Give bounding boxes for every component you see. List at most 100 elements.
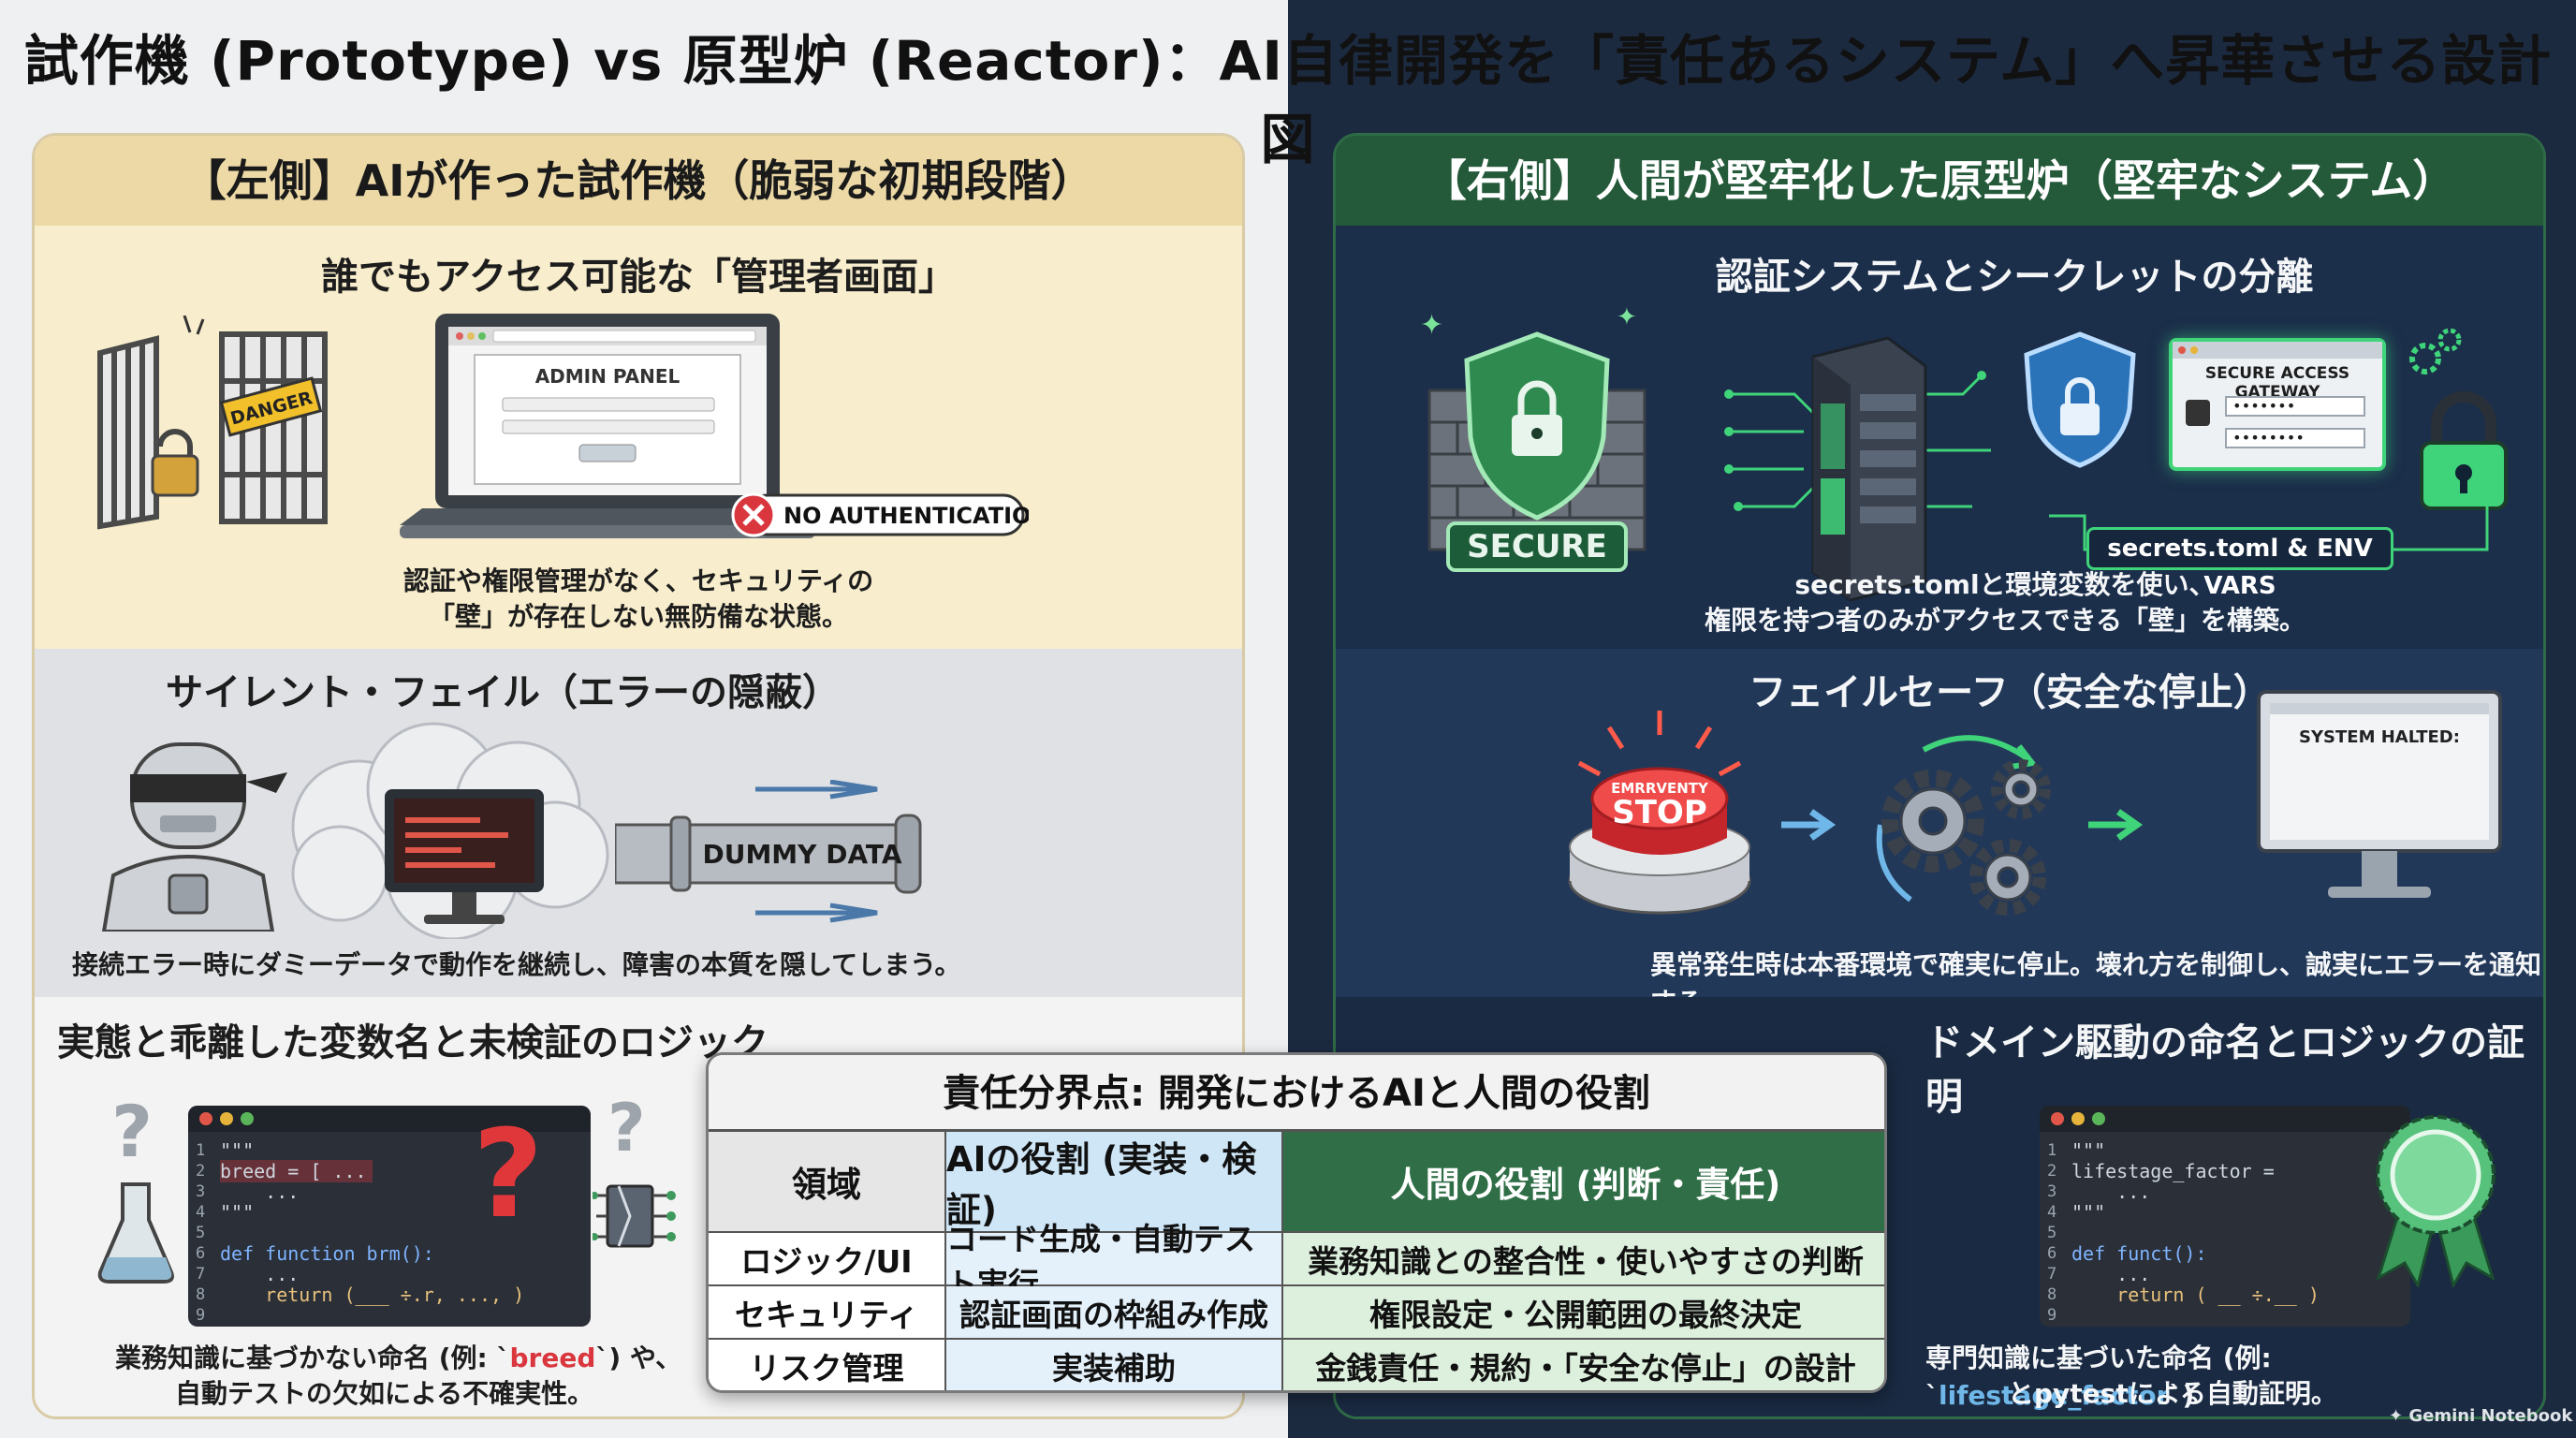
line-number: 3 [196, 1182, 206, 1201]
question-mark-icon: ? [473, 1108, 543, 1239]
dummy-data-label: DUMMY DATA [702, 839, 901, 870]
admin-screen-caption-1: 認証や権限管理がなく、セキュリティの [402, 565, 874, 596]
good-variable-name: lifestage_factor [1939, 1380, 2170, 1411]
silent-fail-title: サイレント・フェイル（エラーの隠蔽） [166, 671, 840, 714]
padlock-icon [2420, 391, 2508, 510]
svg-text:✦: ✦ [1420, 309, 1443, 342]
line-number: 8 [2047, 1285, 2057, 1304]
code-line: lifestage_factor = [2071, 1160, 2275, 1182]
pipe-icon: DUMMY DATA [615, 780, 922, 923]
shield-icon [2024, 331, 2136, 468]
svg-text:?: ? [473, 1108, 543, 1239]
prototype-code: 1 """ 2 breed = [ ... 3 ... 4 """ 5 6 def functio… [188, 1132, 591, 1327]
silent-fail-section: サイレント・フェイル（エラーの隠蔽） [35, 649, 1242, 997]
failsafe-title: フェイルセーフ（安全な停止） [1749, 671, 2271, 714]
code-line: """ [2071, 1139, 2106, 1162]
code-line: def function brm(): [220, 1242, 434, 1265]
window-minimize-dot [220, 1112, 233, 1125]
line-number: 9 [196, 1306, 206, 1325]
table-cell: 金銭責任・規約・「安全な停止」の設計 [1283, 1340, 1884, 1390]
line-number: 6 [2047, 1244, 2057, 1263]
code-line: breed = [ ... [220, 1160, 373, 1182]
table-cell: 権限設定・公開範囲の最終決定 [1283, 1286, 1884, 1340]
line-number: 9 [2047, 1306, 2057, 1325]
secure-label: SECURE [1467, 528, 1607, 565]
domain-naming-caption-1: 専門知識に基づいた命名 (例: `lifestage_factor`) [1925, 1343, 2272, 1411]
code-line: ... [220, 1263, 300, 1285]
code-line: ... [2071, 1181, 2151, 1203]
window-close-dot [199, 1112, 212, 1125]
naming-logic-caption-2: 自動テストの欠如による不確実性。 [175, 1378, 594, 1409]
code-line: ... [220, 1181, 300, 1203]
line-number: 7 [2047, 1265, 2057, 1284]
arrow-icon [1781, 809, 1837, 841]
table-cell: リスク管理 [709, 1340, 946, 1390]
naming-logic-caption-1: 業務知識に基づかない命名 (例: `breed`) や、 [115, 1343, 682, 1373]
auth-secrets-caption-2: 権限を持つ者のみがアクセスできる「壁」を構築。 [1704, 605, 2306, 636]
silent-fail-caption: 接続エラー時にダミーデータで動作を継続し、障害の本質を隠してしまう。 [72, 949, 961, 980]
line-number: 2 [196, 1162, 206, 1181]
svg-text:✦: ✦ [1617, 303, 1637, 331]
server-icon [1724, 336, 1991, 602]
line-number: 8 [196, 1285, 206, 1304]
prototype-header: 【左側】AIが作った試作機（脆弱な初期段階） [35, 136, 1242, 226]
admin-panel-label: ADMIN PANEL [535, 365, 681, 388]
error-x-icon [731, 492, 776, 537]
gateway-username-field: ••••••• [2225, 396, 2365, 417]
gear-icon [1876, 735, 2051, 916]
no-authentication-label: NO AUTHENTICATION [783, 503, 1029, 529]
table-cell: コード生成・自動テスト実行 [946, 1221, 1283, 1302]
code-line: """ [2071, 1201, 2106, 1224]
reactor-panel: 【右側】人間が堅牢化した原型炉（堅牢なシステム） 認証システムとシークレットの分… [1333, 133, 2546, 1419]
emergency-small-label: EMRRVENTY [1611, 780, 1709, 797]
secrets-label: secrets.toml & ENV VARS [2086, 527, 2393, 600]
code-line: def funct(): [2071, 1242, 2207, 1265]
reactor-header: 【右側】人間が堅牢化した原型炉（堅牢なシステム） [1336, 136, 2543, 226]
gateway-password-field: •••••••• [2225, 428, 2365, 448]
table-cell: ロジック/UI [709, 1233, 946, 1286]
admin-screen-title: 誰でもアクセス可能な「管理者画面」 [321, 256, 956, 299]
line-number: 6 [196, 1244, 206, 1263]
line-number: 7 [196, 1265, 206, 1284]
question-mark-icon: ? [111, 1098, 153, 1173]
system-halted-label: SYSTEM HALTED: [2299, 727, 2460, 747]
line-number: 1 [196, 1141, 206, 1160]
line-number: 5 [196, 1224, 206, 1242]
table-header-cell: AIの役割 (実装・検証) [946, 1132, 1283, 1233]
table-header-cell: 領域 [709, 1132, 946, 1233]
domain-naming-title: ドメイン駆動の命名とロジックの証明 [1925, 1021, 2525, 1119]
code-line: ... [2071, 1263, 2151, 1285]
table-cell: 認証画面の枠組み作成 [946, 1286, 1283, 1340]
padlock-icon [151, 429, 199, 497]
line-number: 1 [2047, 1141, 2057, 1160]
secure-access-gateway-window: SECURE ACCESS GATEWAY ••••••• •••••••• [2169, 338, 2386, 471]
domain-naming-caption-2: とpytestによる自動証明。 [2008, 1378, 2337, 1409]
window-maximize-dot [241, 1112, 254, 1125]
window-minimize-dot [2071, 1112, 2085, 1125]
line-number: 4 [196, 1203, 206, 1222]
window-close-dot [2051, 1112, 2064, 1125]
secrets-connector [2049, 506, 2489, 551]
flask-icon: ? [97, 1098, 174, 1284]
prototype-code-window: 1 """ 2 breed = [ ... 3 ... 4 """ 5 6 def functio… [188, 1106, 591, 1327]
code-line: return ( __ ÷.__ ) [2071, 1284, 2320, 1306]
line-number: 4 [2047, 1203, 2057, 1222]
naming-logic-title: 実態と乖離した変数名と未検証のロジック [57, 1021, 768, 1064]
stop-label: STOP [1612, 794, 1707, 831]
auth-secrets-title: 認証システムとシークレットの分離 [1715, 256, 2314, 299]
code-line: return (___ ÷.r, ..., ) [220, 1284, 525, 1306]
gear-icon [2409, 328, 2462, 374]
award-ribbon-icon [2376, 1115, 2496, 1287]
table-cell: 実装補助 [946, 1340, 1283, 1390]
admin-screen-caption-2: 「壁」が存在しない無防備な状態。 [428, 601, 848, 632]
shield-icon [1464, 331, 1610, 521]
line-number: 2 [2047, 1162, 2057, 1181]
table-header-cell: 人間の役割 (判断・責任) [1283, 1132, 1884, 1233]
robot-icon [101, 742, 287, 932]
code-line: """ [220, 1139, 255, 1162]
code-line: """ [220, 1201, 255, 1224]
line-number: 3 [2047, 1182, 2057, 1201]
